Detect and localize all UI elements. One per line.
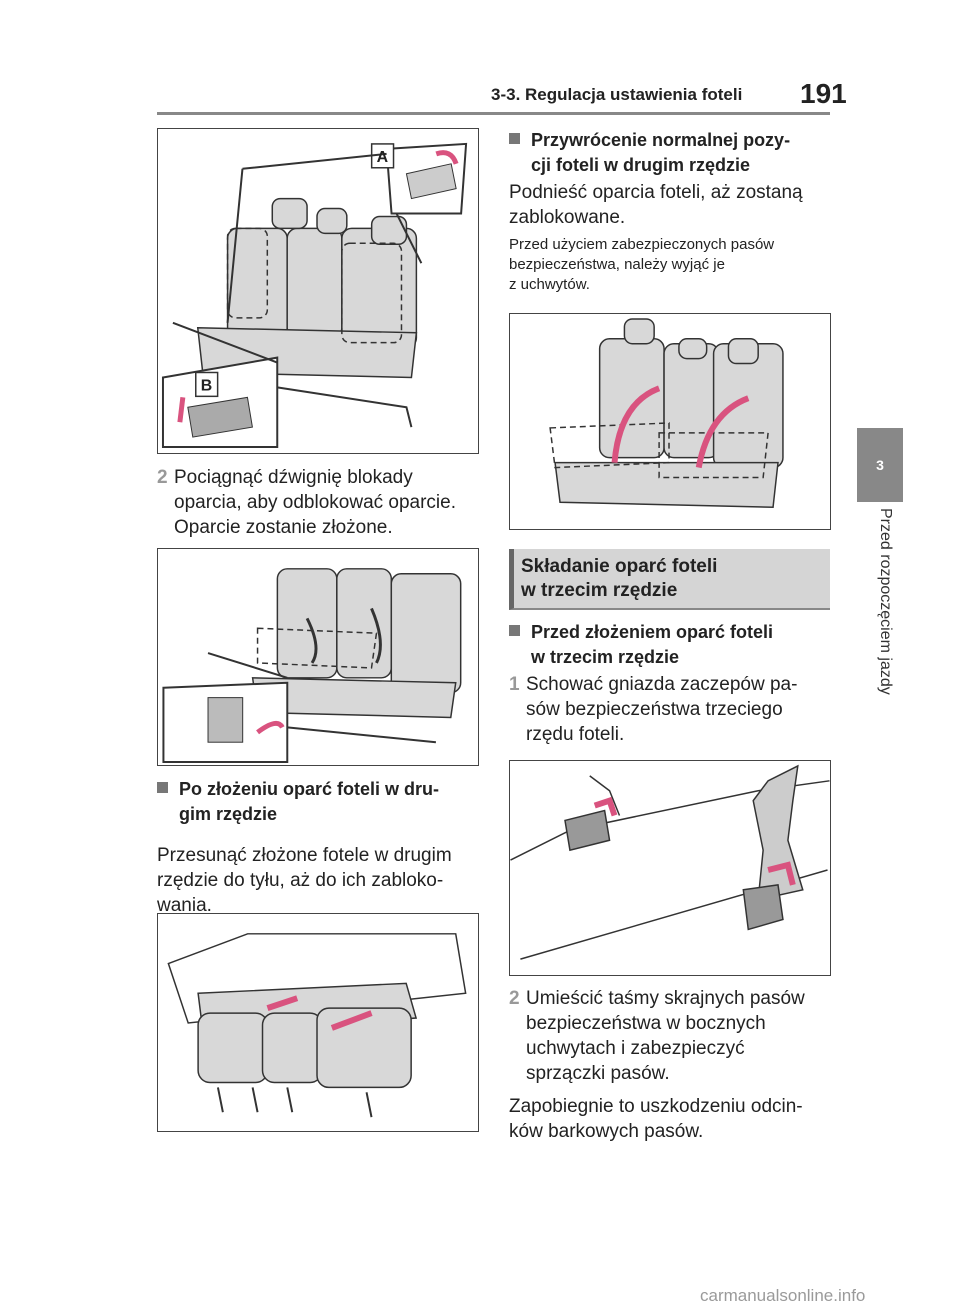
square-bullet-icon (157, 782, 168, 793)
page-number: 191 (800, 78, 847, 109)
figure-belt-buckles (509, 760, 831, 976)
chapter-number: 3 (876, 457, 884, 473)
paragraph-prevent-damage: Zapobiegnie to uszkodzeniu odcin- ków ba… (509, 1094, 803, 1144)
text-line: Przesunąć złożone fotele w drugim (157, 845, 452, 866)
text-line: sprzączki pasów. (526, 1063, 670, 1084)
figure-seat-lever: A B (157, 128, 479, 454)
subheading-before-folding: Przed złożeniem oparć foteli w trzecim r… (509, 620, 773, 670)
subheading-restore-position: Przywrócenie normalnej pozy- cji foteli … (509, 128, 790, 178)
text-line: Schować gniazda zaczepów pa- (526, 674, 798, 695)
text-line: ków barkowych pasów. (509, 1121, 704, 1142)
text-line: Przywrócenie normalnej pozy- (531, 130, 791, 150)
step-1-right: 1 Schować gniazda zaczepów pa- sów bezpi… (509, 672, 797, 747)
step-2-left: 2 Pociągnąć dźwignię blokady oparcia, ab… (157, 465, 456, 540)
text-line: rzędzie do tyłu, aż do ich zabloko- (157, 870, 444, 891)
text-line: uchwytach i zabezpieczyć (526, 1038, 745, 1059)
section-heading-third-row: Składanie oparć foteli w trzecim rzędzie (509, 549, 830, 610)
text-line: Zapobiegnie to uszkodzeniu odcin- (509, 1096, 803, 1117)
chapter-title: Przed rozpoczęciem jazdy (877, 508, 894, 695)
rear-seat-lever-icon: A B (161, 142, 468, 449)
figure-seat-folded (157, 548, 479, 766)
step-number: 1 (509, 674, 520, 695)
text-line: z uchwytów. (509, 276, 590, 293)
subheading-after-folding: Po złożeniu oparć foteli w dru- gim rzęd… (157, 777, 439, 827)
text-line: Umieścić taśmy skrajnych pasów (526, 988, 805, 1009)
text-line: cji foteli w drugim rzędzie (531, 155, 751, 175)
figure-seats-restored (509, 313, 831, 530)
figure-seats-slid (157, 913, 479, 1132)
text-line: wania. (157, 895, 212, 916)
text-line: w trzecim rzędzie (531, 647, 680, 667)
text-line: Oparcie zostanie złożone. (174, 517, 393, 538)
text-line: sów bezpieczeństwa trzeciego (526, 699, 783, 720)
seats-slid-back-icon (167, 933, 467, 1118)
step-number: 2 (157, 467, 168, 488)
text-line: Pociągnąć dźwignię blokady (174, 467, 413, 488)
text-line: gim rzędzie (179, 804, 278, 824)
square-bullet-icon (509, 133, 520, 144)
header-divider (157, 112, 830, 115)
paragraph-slide-seats: Przesunąć złożone fotele w drugim rzędzi… (157, 843, 452, 918)
text-line: bezpieczeństwa w bocznych (526, 1013, 766, 1034)
square-bullet-icon (509, 625, 520, 636)
text-line: rzędu foteli. (526, 724, 625, 745)
step-number: 2 (509, 988, 520, 1009)
seat-folded-forward-icon (162, 568, 462, 764)
text-line: Przed złożeniem oparć foteli (531, 622, 774, 642)
text-line: Przed użyciem zabezpieczonych pasów (509, 236, 775, 253)
text-line: Po złożeniu oparć foteli w dru- (179, 779, 440, 799)
belt-buckle-stowage-icon (510, 764, 830, 960)
text-line: Składanie oparć foteli (521, 556, 718, 577)
watermark: carmanualsonline.info (700, 1286, 866, 1305)
text-line: bezpieczeństwa, należy wyjąć je (509, 256, 725, 273)
callout-a: A (377, 149, 389, 166)
seats-restored-upright-icon (549, 318, 784, 508)
callout-b: B (201, 377, 212, 394)
text-line: zablokowane. (509, 207, 626, 228)
text-line: w trzecim rzędzie (521, 580, 678, 601)
step-2-right: 2 Umieścić taśmy skrajnych pasów bezpiec… (509, 986, 805, 1086)
text-line: Podnieść oparcia foteli, aż zostaną (509, 182, 803, 203)
paragraph-raise-backrests: Podnieść oparcia foteli, aż zostaną zabl… (509, 180, 803, 230)
section-title: 3-3. Regulacja ustawienia foteli (491, 85, 743, 104)
text-line: oparcia, aby odblokować oparcie. (174, 492, 457, 513)
chapter-tab: 3 (857, 428, 903, 502)
note-remove-belts: Przed użyciem zabezpieczonych pasów bezp… (509, 235, 774, 295)
